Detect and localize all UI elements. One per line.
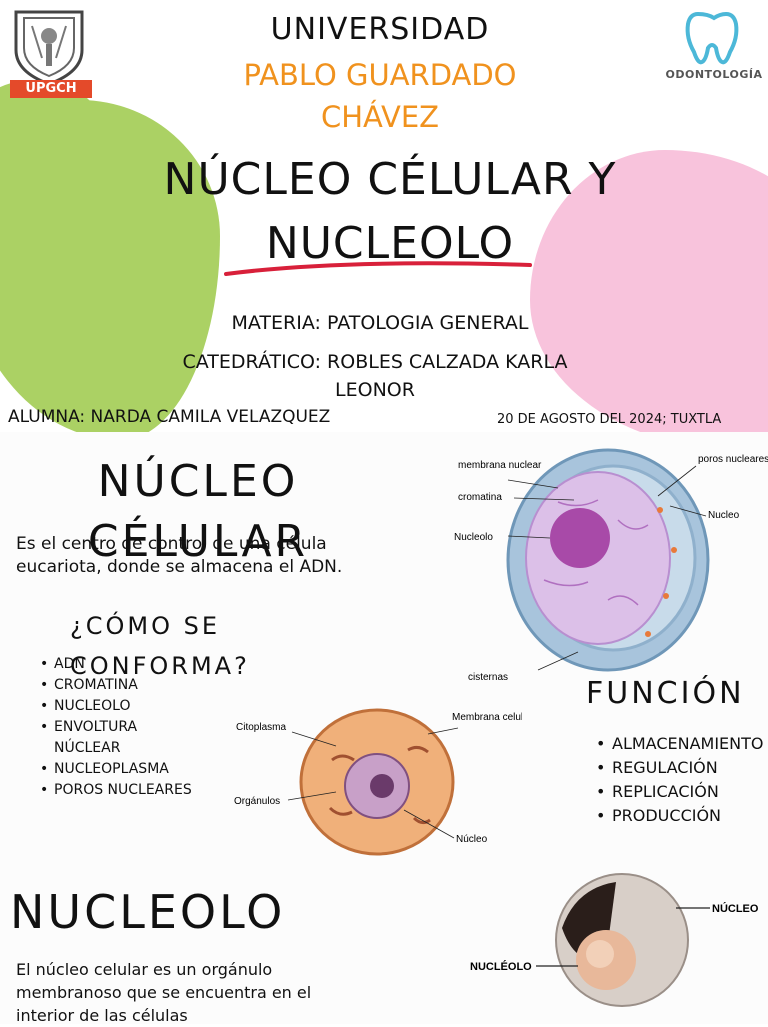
list-item: NUCLEOPLASMA bbox=[40, 759, 200, 780]
page-title: NÚCLEO CÉLULAR Y NUCLEOLO bbox=[163, 154, 617, 269]
list-item: ALMACENAMIENTO bbox=[596, 732, 766, 756]
university-logo-label: UPGCH bbox=[10, 80, 92, 98]
label-nucleo-photo: NÚCLEO bbox=[712, 902, 759, 915]
nucleus-diagram: membrana nuclear cromatina Nucleolo poro… bbox=[454, 448, 768, 683]
label-cromatina: cromatina bbox=[458, 492, 502, 503]
title-underline bbox=[224, 261, 532, 276]
date-text: 20 DE AGOSTO DEL 2024; TUXTLA bbox=[497, 412, 722, 427]
section-heading-funcion: FUNCIÓN bbox=[586, 676, 745, 711]
label-organulos: Orgánulos bbox=[234, 796, 280, 807]
subject-text: MATERIA: PATOLOGIA GENERAL bbox=[231, 312, 529, 334]
pink-decor-shape bbox=[530, 150, 768, 432]
label-membrana-celular: Membrana celular bbox=[452, 712, 522, 723]
label-cisternas: cisternas bbox=[468, 672, 508, 683]
university-name-line1: UNIVERSIDAD bbox=[270, 12, 490, 47]
label-nucleo-celula: Núcleo bbox=[456, 834, 488, 845]
nucleolo-description: El núcleo celular es un orgánulo membran… bbox=[16, 960, 312, 1025]
list-item: PRODUCCIÓN bbox=[596, 804, 766, 828]
components-list: ADN CROMATINA NUCLEOLO ENVOLTURA NÚCLEAR… bbox=[40, 654, 200, 801]
label-nucleo: Nucleo bbox=[708, 510, 740, 521]
green-decor-shape bbox=[0, 100, 220, 432]
nucleo-description: Es el centro de control de una célula eu… bbox=[16, 534, 343, 577]
cell-diagram: Citoplasma Membrana celular Orgánulos Nú… bbox=[234, 708, 522, 856]
list-item: ENVOLTURA NÚCLEAR bbox=[40, 717, 200, 759]
label-membrana-nuclear: membrana nuclear bbox=[458, 460, 542, 471]
tooth-icon bbox=[668, 8, 760, 94]
section-heading-nucleo: NÚCLEO CÉLULAR bbox=[87, 456, 309, 567]
nucleolus-diagram: NÚCLEO NUCLÉOLO bbox=[470, 873, 759, 1007]
list-item: REPLICACIÓN bbox=[596, 780, 766, 804]
faculty-logo-label: ODONTOLOGÍA bbox=[665, 68, 763, 81]
label-nucleolo: Nucleolo bbox=[454, 532, 493, 543]
functions-list: ALMACENAMIENTO REGULACIÓN REPLICACIÓN PR… bbox=[596, 732, 766, 828]
label-citoplasma: Citoplasma bbox=[236, 722, 286, 733]
label-nucleolo-photo: NUCLÉOLO bbox=[470, 960, 532, 973]
section-heading-nucleolo: NUCLEOLO bbox=[10, 885, 286, 939]
list-item: CROMATINA bbox=[40, 675, 200, 696]
label-poros-nucleares: poros nucleares bbox=[698, 454, 768, 465]
list-item: NUCLEOLO bbox=[40, 696, 200, 717]
cover-slide: UPGCH ODONTOLOGÍA UNIVERSIDAD PABLO GUAR… bbox=[0, 0, 768, 432]
list-item: REGULACIÓN bbox=[596, 756, 766, 780]
list-item: ADN bbox=[40, 654, 200, 675]
professor-text: CATEDRÁTICO: ROBLES CALZADA KARLA LEONOR bbox=[182, 351, 568, 401]
student-text: ALUMNA: NARDA CAMILA VELAZQUEZ bbox=[8, 407, 331, 427]
list-item: POROS NUCLEARES bbox=[40, 780, 200, 801]
university-name-line2: PABLO GUARDADO CHÁVEZ bbox=[243, 58, 517, 134]
